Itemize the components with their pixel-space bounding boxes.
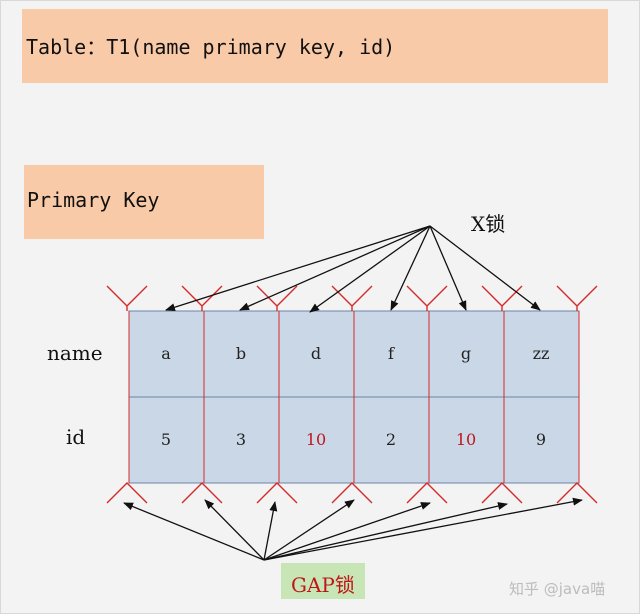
name-value: a bbox=[161, 344, 171, 363]
x-lock-arrow bbox=[165, 225, 431, 312]
title-box bbox=[22, 9, 608, 83]
boundary-mark-bottom bbox=[106, 482, 148, 504]
name-cell bbox=[278, 310, 355, 398]
boundary-mark-bottom bbox=[256, 482, 298, 504]
name-value: zz bbox=[532, 344, 550, 363]
x-lock-arrow bbox=[429, 225, 467, 311]
boundary-mark-top bbox=[181, 285, 223, 311]
name-value: b bbox=[235, 344, 247, 363]
index-records bbox=[128, 310, 580, 484]
gap-lock-arrow bbox=[204, 499, 265, 561]
boundary-mark-bottom bbox=[181, 482, 223, 504]
id-value: 10 bbox=[455, 430, 477, 449]
boundary-mark-bottom bbox=[481, 482, 523, 504]
id-cell bbox=[203, 396, 280, 484]
name-cell bbox=[203, 310, 280, 398]
name-value: f bbox=[388, 344, 394, 363]
id-cell bbox=[428, 396, 505, 484]
row-label-name: name bbox=[47, 341, 103, 365]
gap-lock-arrow bbox=[263, 497, 583, 561]
id-cell bbox=[503, 396, 580, 484]
boundary-mark-top bbox=[106, 285, 148, 311]
name-value: g bbox=[460, 344, 472, 363]
gap-lock-arrow bbox=[263, 502, 508, 561]
boundary-mark-top bbox=[331, 285, 373, 311]
id-value: 3 bbox=[235, 430, 247, 449]
id-value: 10 bbox=[305, 430, 327, 449]
primary-key-box bbox=[24, 165, 264, 239]
boundary-mark-bottom bbox=[331, 482, 373, 504]
lock-marks bbox=[106, 285, 598, 504]
gap-lock-label: GAP锁 bbox=[291, 573, 355, 597]
boundary-mark-bottom bbox=[556, 482, 598, 504]
x-lock-arrow bbox=[239, 225, 431, 311]
id-cell bbox=[278, 396, 355, 484]
boundary-mark-top bbox=[556, 285, 598, 311]
gap-lock-arrow bbox=[263, 501, 278, 561]
name-cell bbox=[353, 310, 430, 398]
table-title: Table：T1(name primary key, id) bbox=[26, 35, 396, 59]
gap-lock-arrow bbox=[263, 502, 431, 561]
id-value: 9 bbox=[535, 430, 547, 449]
lock-arrows bbox=[123, 225, 583, 561]
id-value: 2 bbox=[385, 430, 397, 449]
boundary-mark-top bbox=[481, 285, 523, 311]
boundary-mark-top bbox=[406, 285, 448, 311]
x-lock-arrow bbox=[390, 225, 431, 311]
watermark: 知乎 @java喵 bbox=[509, 580, 606, 598]
name-cell bbox=[128, 310, 205, 398]
boundary-mark-top bbox=[256, 285, 298, 311]
gap-lock-arrow bbox=[263, 499, 355, 561]
boundary-mark-bottom bbox=[406, 482, 448, 504]
x-lock-arrow bbox=[429, 225, 541, 311]
row-label-id: id bbox=[66, 425, 86, 449]
id-cell bbox=[128, 396, 205, 484]
primary-key-label: Primary Key bbox=[27, 188, 160, 212]
gap-lock-arrow bbox=[123, 502, 265, 561]
x-lock-arrow bbox=[309, 225, 431, 313]
name-cell bbox=[428, 310, 505, 398]
id-value: 5 bbox=[160, 430, 172, 449]
gap-lock-box bbox=[281, 563, 365, 599]
id-cell bbox=[353, 396, 430, 484]
x-lock-label: X锁 bbox=[471, 212, 506, 236]
name-value: d bbox=[310, 344, 322, 363]
